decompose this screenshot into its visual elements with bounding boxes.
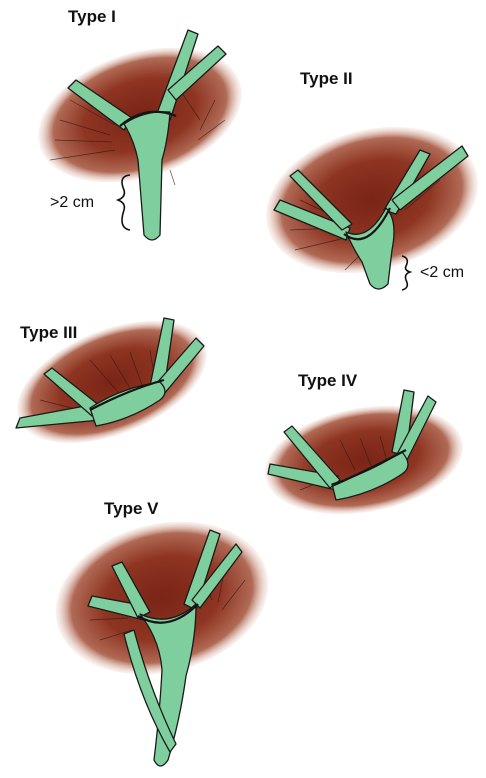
length-bracket <box>118 175 130 230</box>
panel-title: Type III <box>20 323 77 342</box>
panel-title: Type II <box>300 69 353 88</box>
length-label: >2 cm <box>50 194 94 211</box>
panel-type-3: Type III <box>0 296 224 467</box>
panel-title: Type IV <box>298 371 358 390</box>
panel-type-1: Type I >2 cm <box>21 7 259 240</box>
panel-type-5: Type V <box>39 499 284 766</box>
panel-type-2: Type II <2 cm <box>250 69 486 296</box>
liver-parenchyma <box>256 391 471 528</box>
panel-title: Type I <box>68 7 116 26</box>
panel-type-4: Type IV <box>256 371 471 529</box>
length-label: <2 cm <box>420 264 464 281</box>
panel-title: Type V <box>104 499 159 518</box>
